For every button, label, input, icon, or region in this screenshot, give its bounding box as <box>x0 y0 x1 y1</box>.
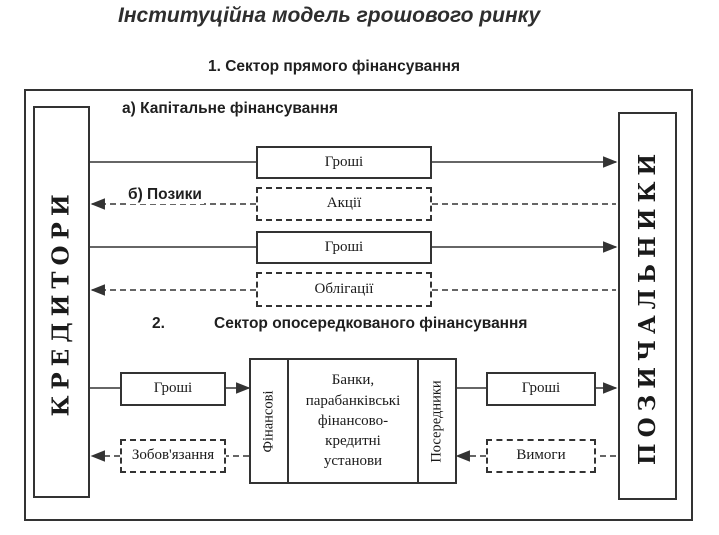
banks-block: Банки, парабанківські фінансово- кредитн… <box>287 358 419 484</box>
banks-label: Банки, парабанківські фінансово- кредитн… <box>305 372 401 470</box>
sub-a-label: а) Капітальне фінансування <box>122 100 339 117</box>
financial-label: Фінансові <box>260 389 277 453</box>
lenders-bar: КРЕДИТОРИ <box>33 106 90 498</box>
lenders-label: КРЕДИТОРИ <box>48 187 76 417</box>
intermediaries-label: Посередники <box>428 379 445 463</box>
diagram-title: Інституційна модель грошового ринку <box>118 4 541 27</box>
diagram-frame <box>24 89 693 521</box>
box-money-right: Гроші <box>486 372 596 406</box>
box-money-a: Гроші <box>256 146 432 179</box>
box-money-b: Гроші <box>256 231 432 264</box>
intermediaries-column: Посередники <box>417 358 457 484</box>
box-bonds: Облігації <box>256 272 432 307</box>
sector-2-label: Сектор опосередкованого фінансування <box>214 315 528 332</box>
borrowers-bar: ПОЗИЧАЛЬНИКИ <box>618 112 677 500</box>
financial-column: Фінансові <box>249 358 289 484</box>
box-shares: Акції <box>256 187 432 221</box>
box-claims: Вимоги <box>486 439 596 473</box>
borrowers-label: ПОЗИЧАЛЬНИКИ <box>634 147 661 465</box>
box-obligations: Зобов'язання <box>120 439 226 473</box>
box-money-left: Гроші <box>120 372 226 406</box>
sector-1-label: 1. Сектор прямого фінансування <box>208 58 461 75</box>
sector-2-number: 2. <box>152 315 165 332</box>
sub-b-label: б) Позики <box>126 186 204 204</box>
